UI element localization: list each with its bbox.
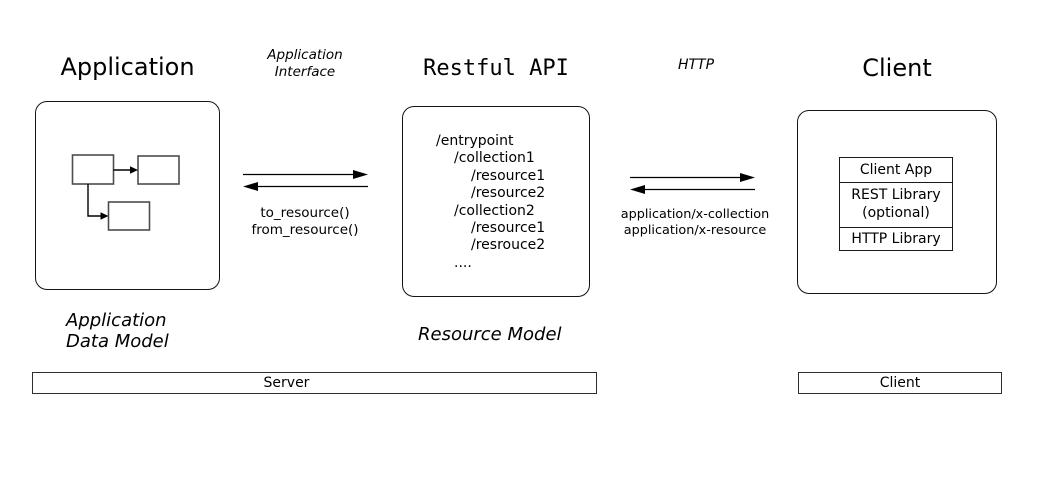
server-tier-bar: Server [32, 372, 597, 394]
x-collection-label: application/x-collection [620, 207, 770, 222]
to-api-arrowhead [353, 170, 368, 179]
tree-resrouce2: /resrouce2 [471, 237, 546, 254]
application-box [35, 101, 220, 290]
app-model-caption-line1: Application [66, 310, 167, 331]
application-interface-label: Application Interface [240, 47, 370, 81]
resource-tree: /entrypoint /collection1 /resource1 /res… [436, 133, 545, 272]
tree-resource2: /resource2 [471, 185, 546, 202]
client-tier-label: Client [879, 375, 921, 391]
mime-type-labels: application/x-collection application/x-r… [612, 207, 778, 239]
restful-api-box: /entrypoint /collection1 /resource1 /res… [402, 106, 590, 297]
client-stack: Client App REST Library (optional) HTTP … [839, 157, 953, 251]
tree-entrypoint: /entrypoint [436, 133, 514, 149]
app-model-caption-line2: Data Model [66, 331, 169, 352]
tree-collection2: /collection2 [454, 202, 535, 219]
client-box: Client App REST Library (optional) HTTP … [797, 110, 997, 294]
application-data-model-diagram [71, 154, 180, 231]
node1-to-node3-connector [87, 184, 102, 217]
tree-collection1: /collection1 [454, 150, 535, 167]
rest-library-box: REST Library (optional) [839, 181, 953, 228]
data-model-node-1 [71, 154, 115, 185]
restful-api-title: Restful API [423, 56, 569, 81]
http-library-box: HTTP Library [839, 226, 953, 251]
node1-to-node2-arrowhead [130, 166, 138, 174]
client-tier-bar: Client [798, 372, 1002, 394]
client-title: Client [862, 54, 932, 82]
from-resource-label: from_resource() [251, 221, 359, 238]
server-tier-label: Server [263, 375, 310, 391]
application-interface-line2: Interface [274, 64, 336, 80]
application-interface-line1: Application [267, 47, 343, 63]
to-resource-label: to_resource() [260, 205, 350, 221]
from-client-arrowhead [630, 185, 645, 194]
application-title: Application [60, 53, 195, 81]
resource-model-caption: Resource Model [418, 324, 562, 345]
x-resource-label: application/x-resource [623, 223, 767, 238]
http-label: HTTP [677, 57, 715, 73]
node1-to-node3-arrowhead [100, 212, 109, 220]
to-client-arrowhead [740, 173, 755, 182]
application-api-arrows [243, 170, 368, 191]
client-app-box: Client App [839, 157, 953, 183]
data-model-node-3 [107, 201, 151, 231]
tree-resource1: /resource1 [471, 167, 546, 184]
application-data-model-caption: Application Data Model [66, 310, 169, 352]
tree-resource1b: /resource1 [471, 220, 546, 237]
api-client-arrows [630, 173, 755, 194]
resource-method-labels: to_resource() from_resource() [230, 205, 380, 238]
data-model-node-2 [137, 155, 180, 185]
tree-ellipsis: .... [454, 254, 472, 271]
from-api-arrowhead [243, 182, 258, 191]
